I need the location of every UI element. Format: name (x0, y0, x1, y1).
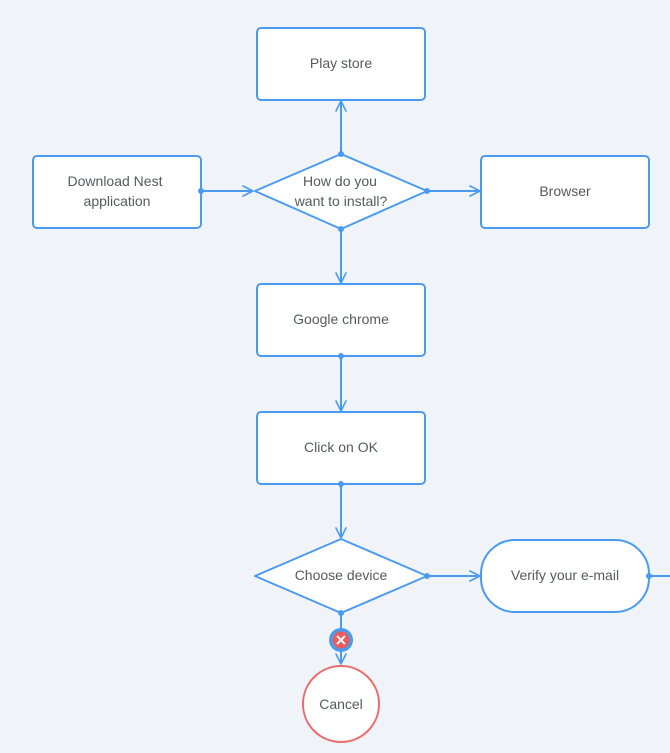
port-dot (424, 188, 430, 194)
port-dot (338, 610, 344, 616)
node-browser-label: Browser (539, 183, 591, 199)
node-click-ok-label: Click on OK (304, 439, 379, 455)
node-google-chrome[interactable]: Google chrome (256, 283, 426, 357)
port-dot (646, 573, 652, 579)
close-icon[interactable] (329, 628, 353, 652)
port-dot (338, 151, 344, 157)
node-cancel-label: Cancel (319, 696, 363, 712)
node-click-ok[interactable]: Click on OK (256, 411, 426, 485)
node-choose-device[interactable]: Choose device (254, 538, 428, 614)
node-cancel[interactable]: Cancel (302, 665, 380, 743)
node-download-nest[interactable]: Download Nest application (32, 155, 202, 229)
port-dot (198, 188, 204, 194)
node-decision-install-label-line1: How do you (303, 173, 377, 189)
node-verify-email-label: Verify your e-mail (511, 567, 619, 583)
node-choose-device-label: Choose device (295, 567, 388, 583)
node-play-store[interactable]: Play store (256, 27, 426, 101)
port-dot (338, 481, 344, 487)
connectors (201, 100, 670, 665)
port-dot (338, 353, 344, 359)
node-play-store-label: Play store (310, 55, 372, 71)
connection-ports (198, 151, 652, 616)
port-dot (424, 573, 430, 579)
node-decision-install[interactable]: How do you want to install? (254, 153, 428, 230)
node-download-nest-label-line1: Download Nest (68, 173, 163, 189)
node-verify-email[interactable]: Verify your e-mail (480, 539, 650, 613)
node-google-chrome-label: Google chrome (293, 311, 389, 327)
node-download-nest-label-line2: application (84, 193, 151, 209)
node-decision-install-label-line2: want to install? (294, 193, 388, 209)
port-dot (338, 226, 344, 232)
node-browser[interactable]: Browser (480, 155, 650, 229)
